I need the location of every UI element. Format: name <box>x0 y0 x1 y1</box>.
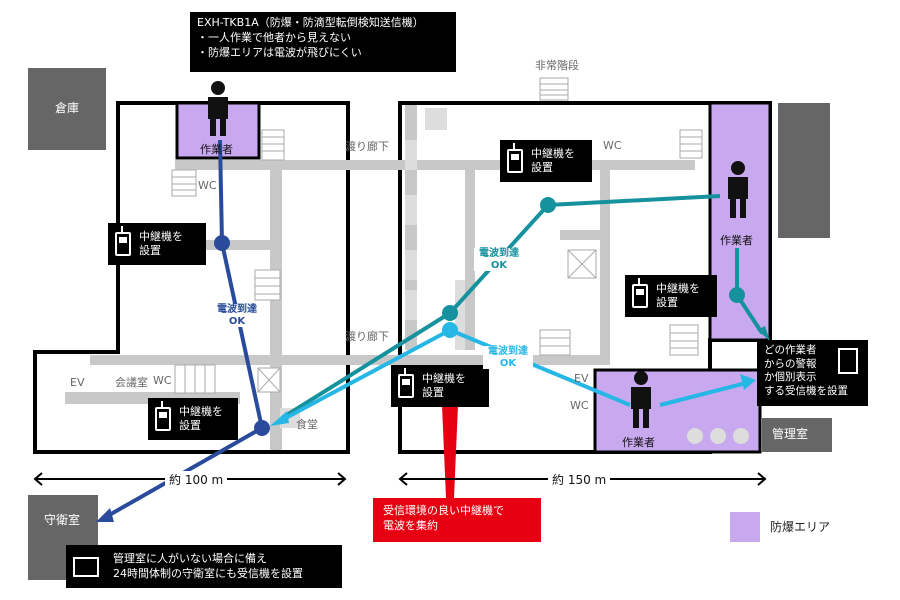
aggregate-line1: 受信環境の良い中継機で <box>383 504 504 517</box>
receiver-line4: する受信機を設置 <box>764 384 848 397</box>
repeater-icon <box>632 278 648 308</box>
transmitter-callout: EXH-TKB1A（防爆・防滴型転倒検知送信機） ・一人作業で他者から見えない … <box>190 12 456 72</box>
legend-swatch <box>730 512 760 542</box>
repeater-node-center <box>442 305 458 321</box>
repeater-callout-4: 中継機を設置 <box>391 365 489 407</box>
columns <box>280 108 465 428</box>
repeater-node-right <box>729 287 745 303</box>
receiver-line1: どの作業者 <box>764 344 817 356</box>
warehouse-label: 倉庫 <box>55 101 80 115</box>
repeater-node-top <box>540 197 556 213</box>
meeting-room-label: 会議室 <box>115 376 148 389</box>
arrow-to-receiver <box>757 326 770 341</box>
stair-lines <box>172 83 702 393</box>
ok-label-text: 電波到達 <box>488 346 528 357</box>
left-building <box>33 101 350 454</box>
management-room-block <box>762 418 832 452</box>
aggregate-callout: 受信環境の良い中継機で 電波を集約 <box>373 498 541 542</box>
person-icon <box>631 371 651 428</box>
person-icon <box>728 161 748 218</box>
wc-label: WC <box>603 139 622 152</box>
repeater-label-line2: 設置 <box>531 161 553 174</box>
worker-label: 作業者 <box>720 234 753 247</box>
repeater-label-line2: 設置 <box>139 244 161 257</box>
tank-circles <box>687 428 749 444</box>
warehouse-block <box>28 68 106 150</box>
repeater-label-line1: 中継機を <box>179 405 223 419</box>
repeater-callout-2: 中継機を設置 <box>500 140 592 182</box>
arrow-light-receiver <box>740 374 756 390</box>
cafeteria-label: 食堂 <box>296 418 318 431</box>
repeater-label-line1: 中継機を <box>422 372 466 386</box>
worker-label: 作業者 <box>622 436 655 449</box>
repeater-node-lower <box>442 322 458 338</box>
repeater-icon <box>507 143 523 173</box>
legend-label: 防爆エリア <box>770 520 831 534</box>
emergency-stairs-label: 非常階段 <box>535 59 579 72</box>
guard-line2: 24時間体制の守衛室にも受信機を設置 <box>113 566 303 580</box>
repeater-label-line1: 中継機を <box>139 230 183 244</box>
receiver-icon <box>838 348 858 374</box>
repeater-node-left <box>214 235 230 251</box>
ev-label: EV <box>574 372 589 385</box>
receiver-line3: か個別表示 <box>764 371 817 384</box>
repeater-label-line1: 中継機を <box>531 147 575 161</box>
corridor-label-mid: 渡り廊下 <box>345 330 389 343</box>
dark-building-block <box>778 103 830 238</box>
ok-label-status: OK <box>228 315 246 327</box>
management-room-label: 管理室 <box>772 427 809 441</box>
ok-label-status: OK <box>499 357 517 369</box>
transmitter-reason-2: ・防爆エリアは電波が飛びにくい <box>197 45 362 59</box>
distance-left: 約 100 m <box>165 471 228 488</box>
transmitter-title: EXH-TKB1A（防爆・防滴型転倒検知送信機） <box>197 16 424 29</box>
light-route <box>281 328 751 422</box>
distance-lines <box>33 472 767 486</box>
repeater-icon <box>115 226 131 256</box>
repeater-label-line1: 中継機を <box>656 282 700 296</box>
repeater-callout-3: 中継機を設置 <box>625 275 717 317</box>
repeater-label-line2: 設置 <box>179 419 201 432</box>
worker-label: 作業者 <box>200 143 233 156</box>
receiver-node-left <box>254 420 270 436</box>
repeater-callout-1: 中継機を設置 <box>108 223 206 265</box>
aggregate-line2: 電波を集約 <box>383 518 438 532</box>
guard-room-label: 守衛室 <box>44 513 81 527</box>
red-pointer <box>442 405 458 498</box>
repeater-icon <box>155 401 171 431</box>
ok-label-text: 電波到達 <box>479 248 519 259</box>
repeater-callout-5: 中継機を設置 <box>148 398 238 440</box>
left-route <box>103 139 264 520</box>
repeater-label-line2: 設置 <box>422 386 444 399</box>
repeater-label-line2: 設置 <box>656 296 678 309</box>
repeater-icon <box>398 368 414 398</box>
wc-label: WC <box>570 399 589 412</box>
elevator-marks <box>257 249 597 393</box>
wc-label: WC <box>153 374 172 387</box>
distance-right: 約 150 m <box>548 471 611 488</box>
guard-line1: 管理室に人がいない場合に備え <box>113 551 267 565</box>
transmitter-reason-1: ・一人作業で他者から見えない <box>197 30 351 44</box>
arrow-to-guard <box>96 508 114 522</box>
corridor-label-top: 渡り廊下 <box>345 140 389 153</box>
receiver-line2: からの警報 <box>764 357 817 370</box>
ev-label: EV <box>70 376 85 389</box>
person-icon <box>208 81 228 136</box>
ok-label-status: OK <box>490 259 508 271</box>
ok-label-text: 電波到達 <box>217 304 257 315</box>
receiver-icon <box>73 556 99 577</box>
arrow-to-left-receiver <box>270 411 289 426</box>
wc-label: WC <box>198 179 217 192</box>
